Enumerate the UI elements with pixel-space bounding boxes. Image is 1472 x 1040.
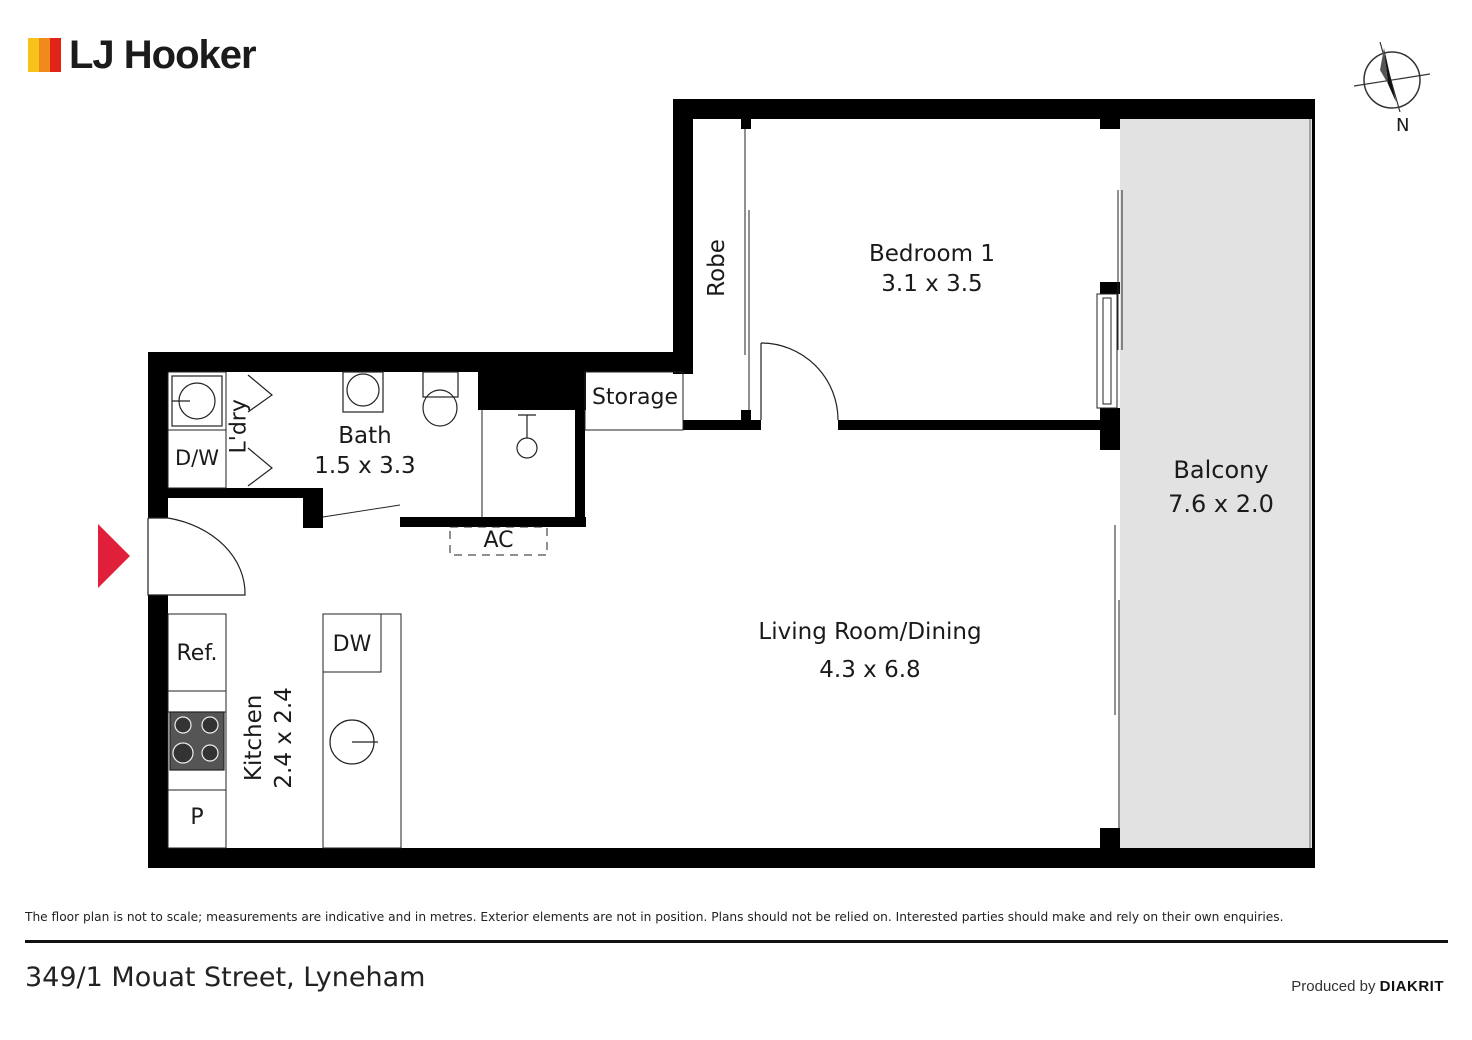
balcony-size: 7.6 x 2.0: [1168, 489, 1274, 518]
logo-bars-icon: [28, 38, 61, 72]
thin-lines: [167, 129, 1123, 849]
living-size: 4.3 x 6.8: [819, 656, 921, 683]
walls: [148, 99, 1315, 868]
kitchen-dw-label: DW: [332, 632, 372, 657]
balcony-name: Balcony: [1173, 456, 1269, 484]
ref-label: Ref.: [176, 641, 218, 666]
doors: [147, 342, 839, 596]
bedroom-label: Bedroom 1 3.1 x 3.5: [852, 240, 1012, 300]
lj-hooker-logo: LJ Hooker: [28, 30, 257, 80]
kitchen-label: Kitchen 2.4 x 2.4: [240, 663, 300, 813]
kitchen-name: Kitchen: [241, 694, 268, 782]
laundry-dw-label: D/W: [174, 446, 219, 470]
pantry-label: P: [190, 805, 204, 830]
living-name: Living Room/Dining: [758, 619, 982, 645]
bedroom-name: Bedroom 1: [869, 241, 995, 267]
ac-label: AC: [483, 528, 514, 553]
laundry-label: L'dry: [226, 399, 252, 454]
produced-brand: DIAKRIT: [1379, 978, 1444, 995]
bedroom-size: 3.1 x 3.5: [881, 270, 983, 297]
storage-label: Storage: [591, 385, 679, 410]
disclaimer-text: The floor plan is not to scale; measurem…: [25, 910, 1284, 924]
compass-north-label: N: [1396, 115, 1410, 136]
kitchen-size: 2.4 x 2.4: [271, 687, 297, 789]
balcony-label: Balcony 7.6 x 2.0: [1140, 454, 1302, 521]
logo-text: LJ Hooker: [69, 32, 257, 77]
footer-divider: [25, 940, 1448, 943]
north-arrow-icon: [1353, 41, 1430, 113]
property-address: 349/1 Mouat Street, Lyneham: [25, 962, 426, 993]
bath-size: 1.5 x 3.3: [314, 452, 416, 479]
bath-label: Bath 1.5 x 3.3: [300, 422, 430, 482]
fixtures: [169, 371, 538, 771]
produced-prefix: Produced by: [1291, 978, 1376, 995]
entry-arrow-icon: [98, 524, 130, 588]
produced-by: Produced by DIAKRIT: [1291, 978, 1444, 995]
robe-label: Robe: [704, 239, 731, 297]
balcony-area: [1120, 118, 1312, 848]
bath-name: Bath: [338, 423, 392, 449]
living-label: Living Room/Dining 4.3 x 6.8: [730, 614, 1010, 690]
